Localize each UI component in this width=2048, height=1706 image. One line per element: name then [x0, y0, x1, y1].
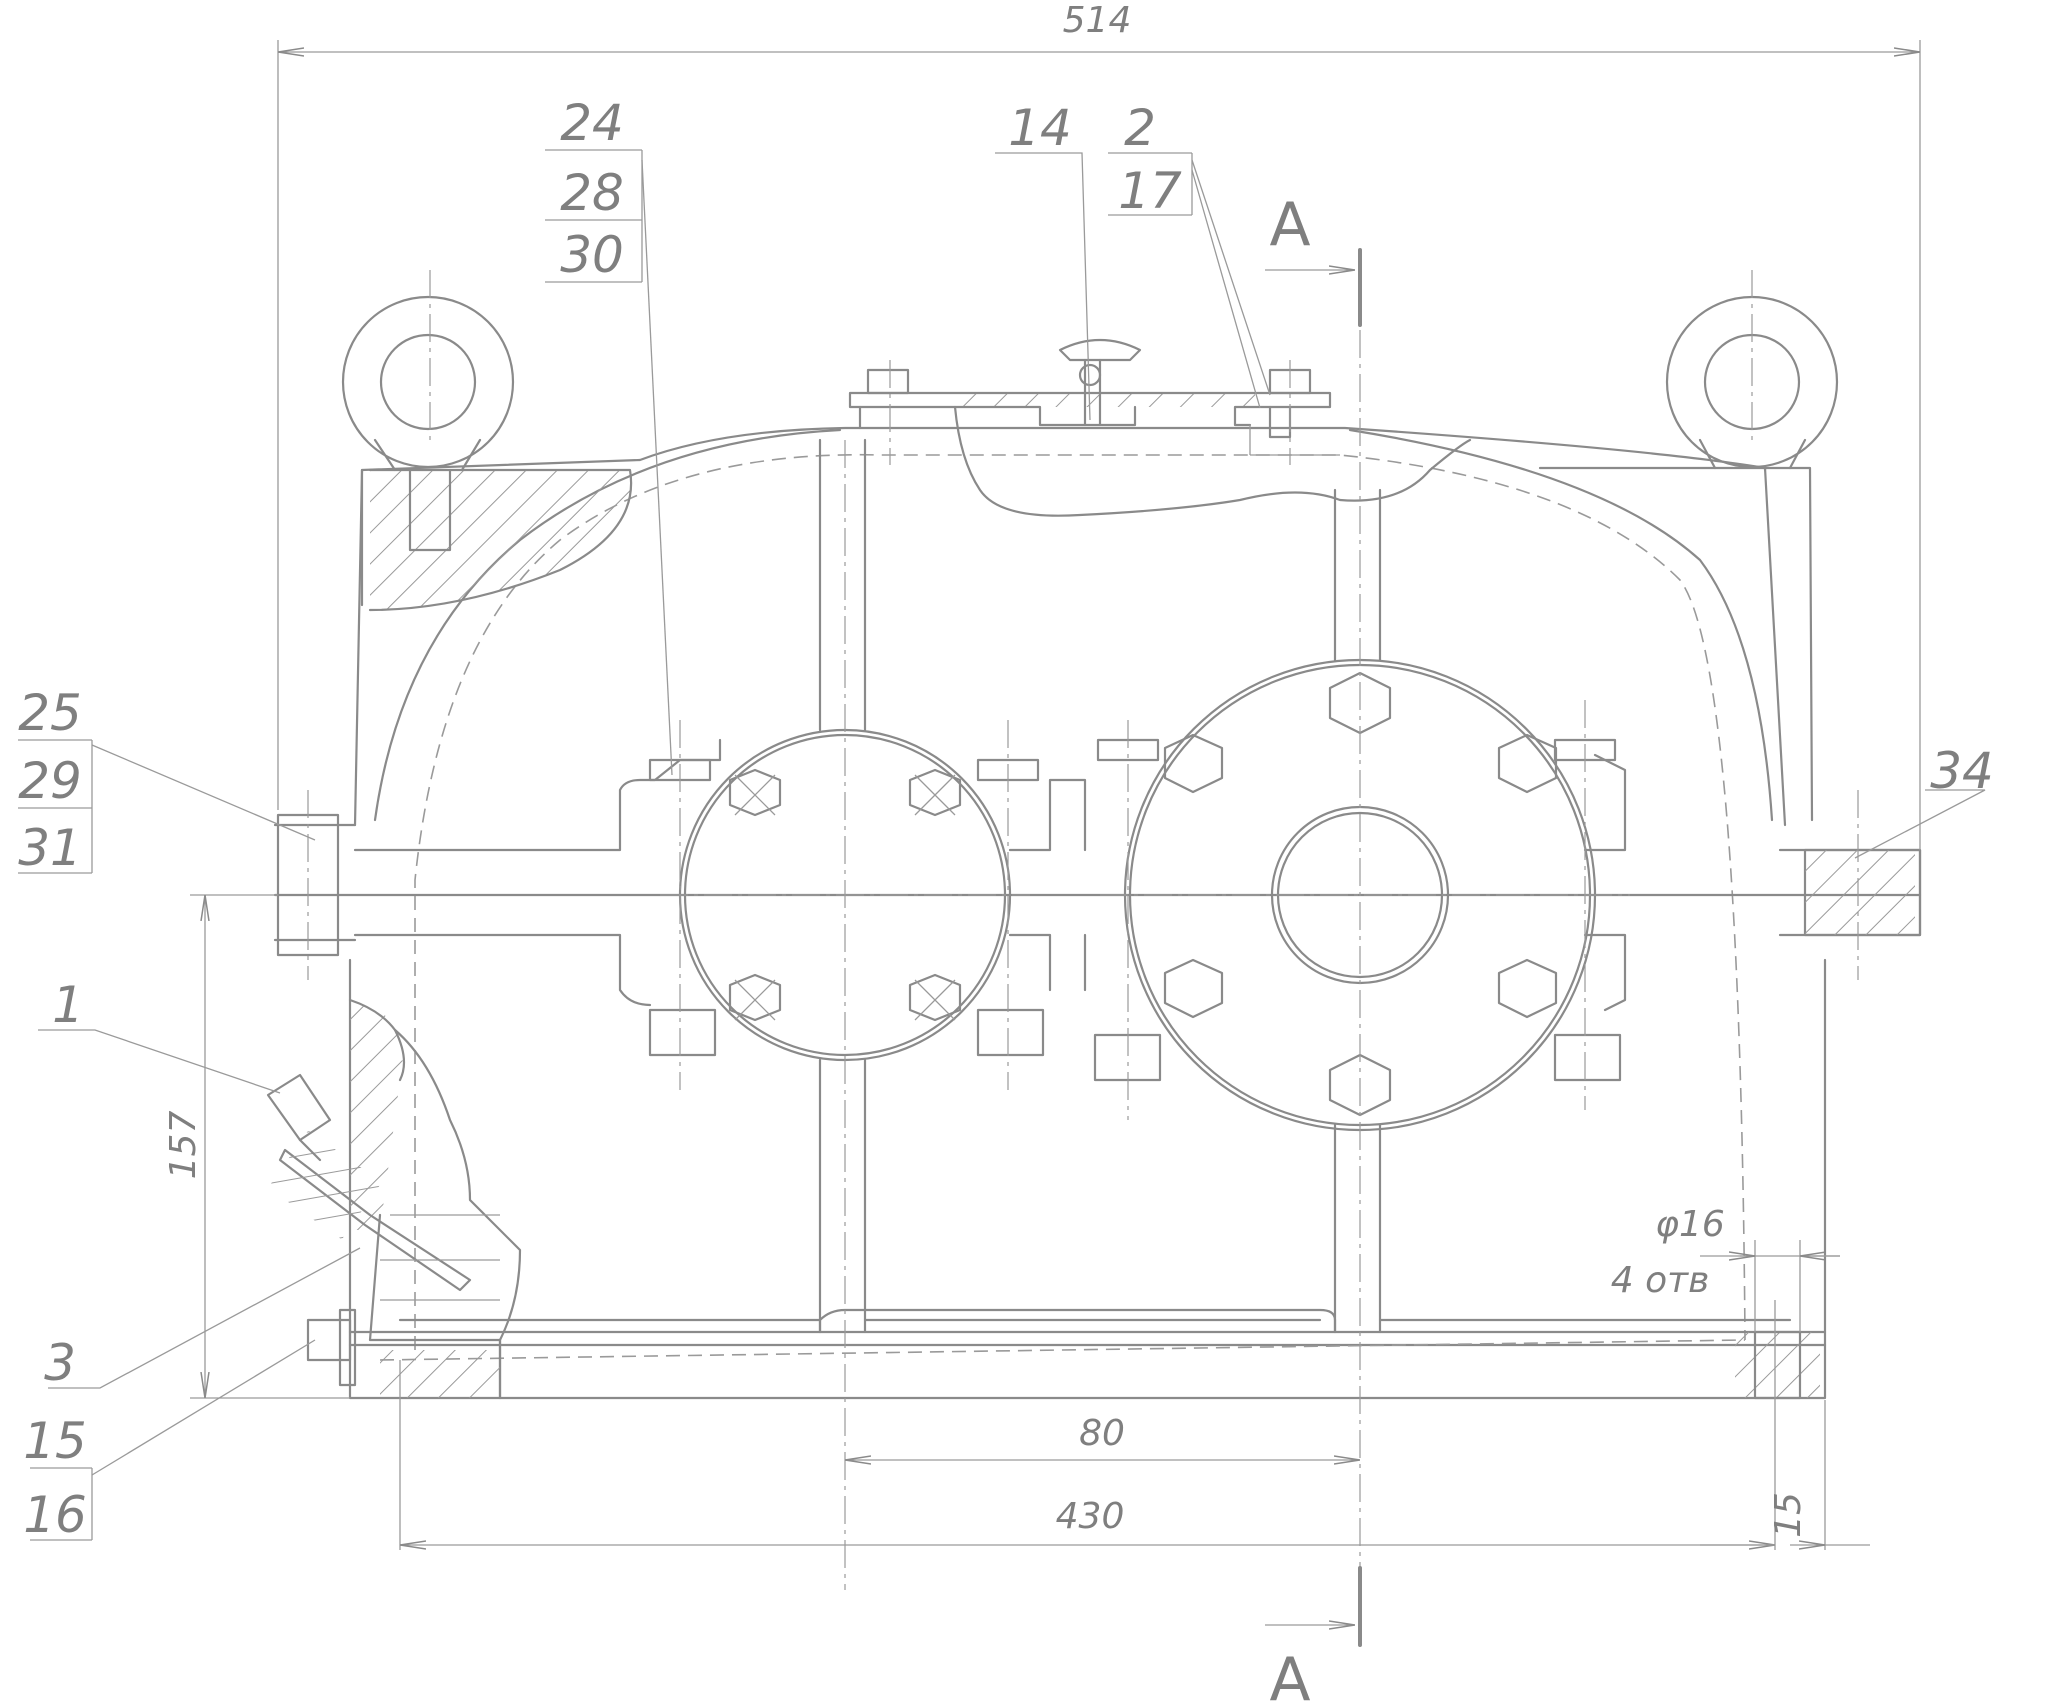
dimension-mount-span: 430 [399, 1360, 1776, 1550]
center-lines [307, 270, 1859, 1590]
callout-15-text: 15 [23, 1412, 87, 1470]
dim-514-text: 514 [1063, 0, 1132, 41]
dimension-overall-width: 514 [277, 0, 1921, 850]
dimension-foot-edge: 15 [1700, 1400, 1870, 1550]
dim-hole-count-text: 4 отв [1611, 1260, 1710, 1301]
housing-body [273, 426, 1922, 1400]
dim-80-text: 80 [1079, 1413, 1125, 1454]
dimension-height: 157 [163, 894, 350, 1399]
callout-25-text: 25 [18, 684, 82, 742]
oil-gauge [266, 998, 522, 1400]
dim-430-text: 430 [1056, 1496, 1125, 1537]
section-a-top-label: A [1269, 190, 1310, 260]
callout-28: 28 [560, 164, 624, 222]
foot-hole-right [1735, 1300, 1820, 1450]
callout-17-text: 17 [1118, 162, 1182, 220]
callout-15-16: 15 16 [23, 1339, 316, 1544]
callout-31-text: 31 [18, 819, 82, 877]
section-a-bottom-label: A [1269, 1645, 1310, 1706]
section-mark-bottom: A [1265, 1566, 1362, 1706]
callout-25-29-31: 25 29 31 [18, 684, 316, 877]
callout-16-text: 16 [23, 1486, 87, 1544]
lifting-eye-left [341, 295, 515, 472]
dimension-axis-spacing: 80 [845, 1413, 1360, 1460]
callout-34: 34 [1854, 742, 1994, 859]
callout-24: 24 [560, 94, 624, 152]
section-mark-top: A [1265, 190, 1362, 327]
dim-157-text: 157 [163, 1111, 204, 1180]
section-cut-left [368, 468, 633, 612]
inspection-cover [848, 338, 1472, 517]
dimension-hole: φ16 4 отв [1611, 1204, 1840, 1332]
dim-15-text: 15 [1768, 1492, 1809, 1538]
callout-34-text: 34 [1930, 742, 1994, 800]
bolt-section-right [1805, 850, 1915, 935]
callout-2-text: 2 [1124, 99, 1156, 157]
callout-1: 1 [38, 976, 281, 1094]
callout-14: 14 [995, 99, 1091, 421]
callout-29-text: 29 [18, 752, 82, 810]
flange-bolts [276, 738, 1922, 1082]
dim-hole-dia-text: φ16 [1655, 1204, 1725, 1245]
callout-24-28-30: 24 28 30 [545, 94, 673, 776]
callout-3: 3 [44, 1247, 361, 1392]
callout-14-text: 14 [1008, 99, 1072, 157]
callout-2-17: 2 17 [1108, 99, 1271, 409]
callout-1-text: 1 [52, 976, 84, 1034]
callout-30: 30 [560, 226, 624, 284]
callout-3-text: 3 [44, 1334, 76, 1392]
